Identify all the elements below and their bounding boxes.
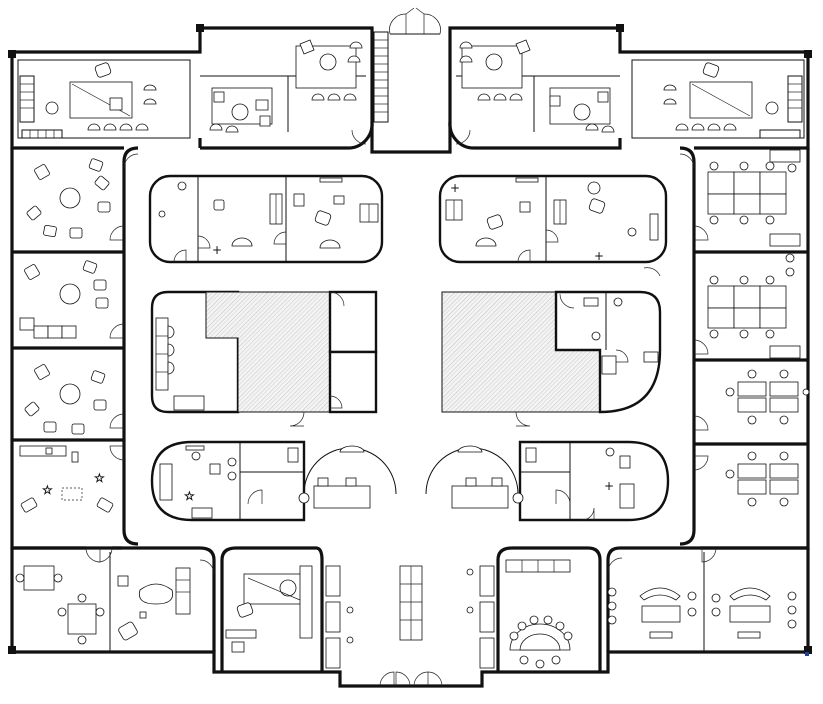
east-wing — [693, 149, 810, 507]
west-wing: ☆ ☆ — [12, 158, 125, 513]
svg-text:☆: ☆ — [94, 471, 105, 485]
corridor-ring — [122, 146, 696, 546]
restroom-west: ☆ — [150, 440, 306, 522]
svg-text:☆: ☆ — [42, 483, 53, 497]
training-room-1 — [607, 587, 697, 639]
meeting-room-b — [295, 39, 363, 101]
workstations-1 — [707, 149, 801, 225]
restroom-east: + — [518, 440, 670, 522]
lounge-3 — [24, 364, 107, 435]
lounge-1 — [26, 158, 111, 239]
lounge-south — [117, 567, 191, 641]
workstations-3 — [725, 369, 810, 425]
reception-arch-west — [298, 445, 397, 509]
south-wing — [12, 546, 808, 672]
svg-text:+: + — [594, 249, 604, 263]
courtyard-east-block — [441, 290, 662, 414]
svg-text:☆: ☆ — [184, 489, 195, 503]
accent-corner-marker — [805, 652, 809, 656]
lounge-2 — [19, 260, 109, 339]
corridor-doors — [123, 129, 695, 427]
office-pod-north-west: + — [148, 174, 384, 264]
pantry: ☆ ☆ — [19, 445, 114, 513]
office-south — [225, 565, 313, 653]
executive-office-nw — [19, 62, 157, 139]
training-room-2 — [711, 587, 797, 639]
executive-office-ne — [663, 62, 803, 139]
svg-text:+: + — [604, 479, 614, 493]
lobby — [325, 565, 495, 669]
meeting-room-d — [549, 87, 615, 133]
north-east-wing — [448, 39, 805, 150]
north-entrance-doors[interactable] — [389, 7, 441, 35]
south-entrance-doors[interactable] — [379, 671, 443, 687]
office-pod-north-east: + + — [438, 174, 668, 264]
conference-room-sw — [15, 565, 105, 645]
reception-arch-east — [425, 445, 524, 509]
workstations-4 — [725, 451, 799, 507]
north-stair — [373, 31, 389, 123]
svg-text:+: + — [212, 243, 222, 257]
meeting-room-c — [459, 39, 531, 101]
meeting-room-a — [209, 87, 273, 133]
workstations-2 — [707, 233, 801, 359]
courtyard-west-block — [150, 290, 378, 414]
board-room — [505, 559, 573, 669]
north-west-wing — [17, 39, 374, 150]
svg-text:+: + — [450, 181, 460, 195]
